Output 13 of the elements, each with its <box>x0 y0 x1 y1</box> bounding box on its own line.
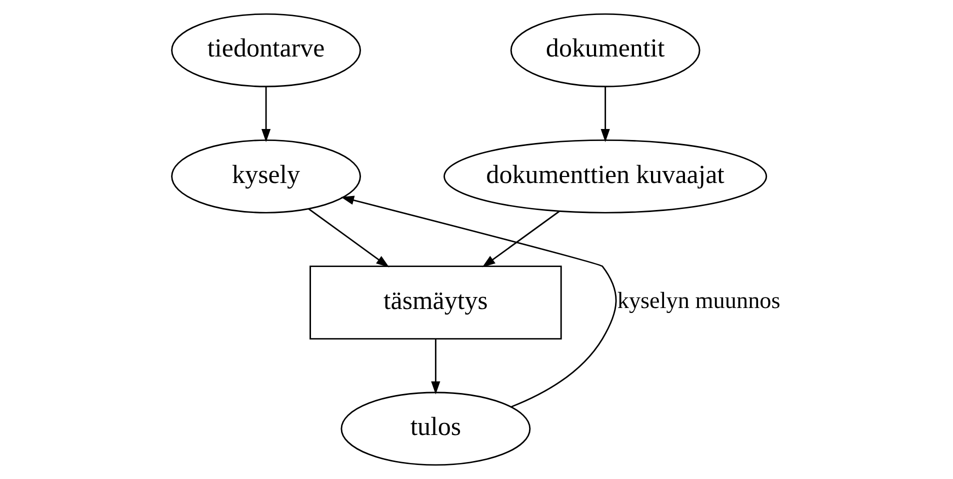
node-ellipse: dokumentit <box>510 13 700 88</box>
node-ellipse: kysely <box>170 139 361 214</box>
edge-label: kyselyn muunnos <box>616 288 780 314</box>
node-ellipse: dokumenttien kuvaajat <box>443 139 767 214</box>
node-ellipse: tulos <box>340 392 530 466</box>
arrow <box>340 196 616 408</box>
node-ellipse: tiedontarve <box>170 13 361 88</box>
arrow <box>482 210 560 268</box>
arrow <box>600 86 610 142</box>
arrow <box>430 339 440 394</box>
node-box: täsmäytys <box>309 266 562 340</box>
arrow <box>308 208 389 268</box>
arrow <box>260 86 270 142</box>
